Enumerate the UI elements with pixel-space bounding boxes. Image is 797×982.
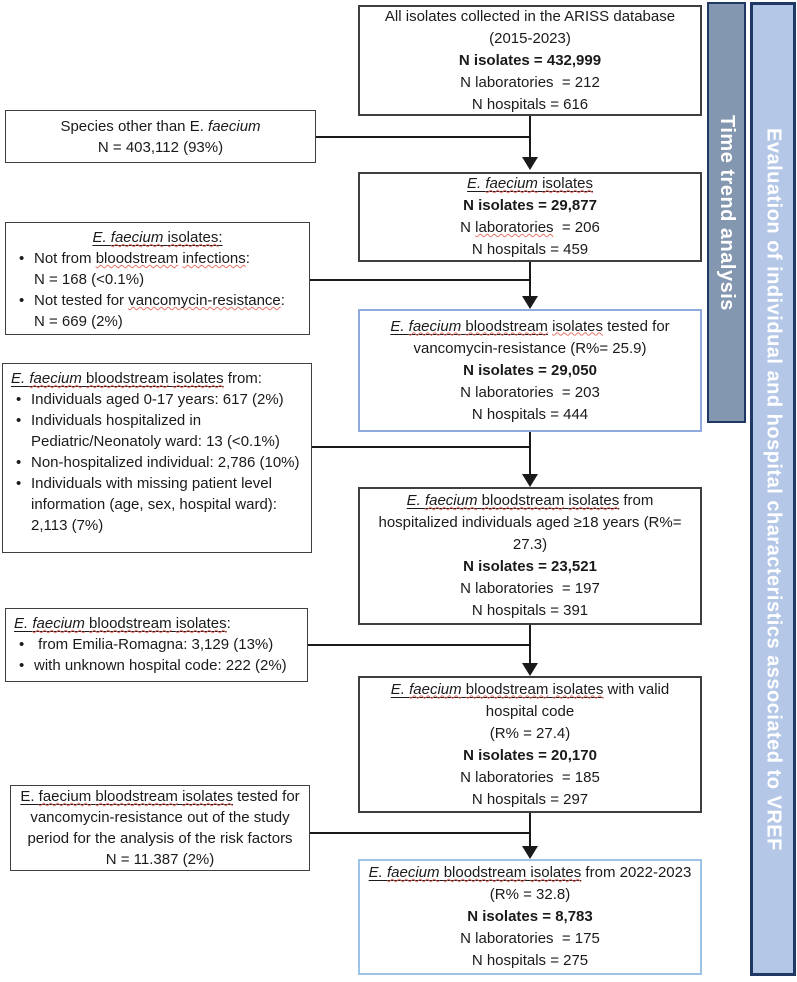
box-line: hospitalized individuals aged ≥18 years … [378, 514, 682, 531]
exclusion-title: E. faecium bloodstream isolates from: [11, 370, 262, 387]
flow-box-tested-vancomycin: E. faecium bloodstream isolates tested f… [358, 309, 702, 432]
flow-box-hospitalized-adults: E. faecium bloodstream isolates from hos… [358, 487, 702, 625]
sidebar-evaluation-vref: Evaluation of individual and hospital ch… [750, 2, 796, 976]
box-line: N isolates = 432,999 [458, 51, 602, 69]
arrowhead-down-1 [522, 157, 538, 170]
arrowhead-down-2 [522, 296, 538, 309]
box-line: (R% = 27.4) [489, 724, 571, 742]
sidebar-time-trend-analysis: Time trend analysis [707, 2, 746, 423]
box-line: N isolates = 29,877 [463, 197, 597, 214]
box-line: (2015-2023) [489, 29, 571, 47]
connector-exclusion-4 [308, 644, 529, 646]
flow-box-faecium-isolates: E. faecium isolates N isolates = 29,877 … [358, 172, 702, 262]
connector-vertical-1 [529, 116, 531, 158]
arrowhead-down-4 [522, 663, 538, 676]
connector-vertical-3 [529, 432, 531, 475]
box-line: N isolates = 20,170 [463, 746, 597, 764]
box-line: N laboratories = 212 [460, 73, 600, 91]
arrowhead-down-5 [522, 846, 538, 859]
box-line: N = 403,112 (93%) [97, 138, 224, 156]
bullet-item: Individuals aged 0-17 years: 617 (2%) [11, 389, 303, 410]
box-line: All isolates collected in the ARISS data… [384, 7, 676, 25]
box-line: N laboratories = 206 [460, 219, 600, 236]
exclusion-box-species-other: Species other than E. faecium N = 403,11… [5, 110, 316, 163]
connector-vertical-5 [529, 813, 531, 847]
connector-exclusion-2 [310, 279, 529, 281]
flow-box-2022-2023: E. faecium bloodstream isolates from 202… [358, 859, 702, 975]
box-line: N laboratories = 185 [460, 768, 600, 786]
bullet-item: Individuals hospitalized inPediatric/Neo… [11, 410, 303, 452]
bullet-item: Non-hospitalized individual: 2,786 (10%) [11, 452, 303, 473]
bullet-item: from Emilia-Romagna: 3,129 (13%) [14, 634, 299, 655]
box-line: N hospitals = 297 [471, 790, 589, 808]
box-line: N = 11.387 (2%) [105, 851, 215, 868]
box-line: E. faecium bloodstream isolates tested f… [390, 317, 670, 335]
box-line: period for the analysis of the risk fact… [27, 830, 293, 847]
connector-vertical-2 [529, 262, 531, 297]
box-line: N laboratories = 175 [460, 930, 600, 947]
flow-box-database: All isolates collected in the ARISS data… [358, 5, 702, 116]
flow-box-valid-hospital-code: E. faecium bloodstream isolates with val… [358, 676, 702, 813]
box-line: vancomycin-resistance (R%= 25.9) [413, 339, 647, 357]
box-line: N hospitals = 444 [471, 405, 589, 423]
box-line: N hospitals = 391 [471, 602, 589, 619]
exclusion-box-region-code: E. faecium bloodstream isolates: from Em… [5, 608, 308, 682]
bullet-item: Individuals with missing patient levelin… [11, 473, 303, 536]
arrowhead-down-3 [522, 474, 538, 487]
sidebar-time-trend-label: Time trend analysis [716, 114, 738, 311]
connector-vertical-4 [529, 625, 531, 664]
exclusion-title: E. faecium bloodstream isolates: [14, 615, 231, 632]
bullet-item: Not from bloodstream infections:N = 168 … [14, 248, 301, 290]
box-line: E. faecium bloodstream isolates from 202… [368, 864, 692, 881]
box-line: E. faecium bloodstream isolates from [406, 492, 654, 509]
box-line: 27.3) [512, 536, 548, 553]
box-line: N laboratories = 203 [460, 383, 600, 401]
box-line: N hospitals = 275 [471, 952, 589, 969]
connector-exclusion-1 [316, 136, 529, 138]
box-line: vancomycin-resistance out of the study [30, 809, 290, 826]
box-line: N hospitals = 616 [471, 95, 589, 113]
exclusion-box-out-of-period: E. faecium bloodstream isolates tested f… [10, 785, 310, 871]
box-line: E. faecium isolates [467, 175, 593, 192]
connector-exclusion-5 [310, 832, 529, 834]
exclusion-box-patient-level: E. faecium bloodstream isolates from: In… [2, 363, 312, 553]
box-line: N isolates = 29,050 [463, 361, 597, 379]
bullet-item: with unknown hospital code: 222 (2%) [14, 655, 299, 676]
box-line: N laboratories = 197 [460, 580, 600, 597]
box-line: N isolates = 23,521 [463, 558, 597, 575]
exclusion-title: E. faecium isolates: [92, 229, 223, 246]
connector-exclusion-3 [312, 446, 529, 448]
box-line: E. faecium bloodstream isolates tested f… [20, 788, 300, 805]
exclusion-box-not-bloodstream: E. faecium isolates: Not from bloodstrea… [5, 222, 310, 335]
sidebar-evaluation-label: Evaluation of individual and hospital ch… [762, 127, 785, 851]
box-line: N hospitals = 459 [471, 241, 589, 258]
box-line: E. faecium bloodstream isolates with val… [390, 680, 670, 698]
box-line: (R% = 32.8) [489, 886, 571, 903]
box-line: Species other than E. faecium [60, 117, 261, 135]
box-line: N isolates = 8,783 [467, 908, 593, 925]
bullet-item: Not tested for vancomycin-resistance:N =… [14, 290, 301, 332]
box-line: hospital code [485, 702, 575, 720]
